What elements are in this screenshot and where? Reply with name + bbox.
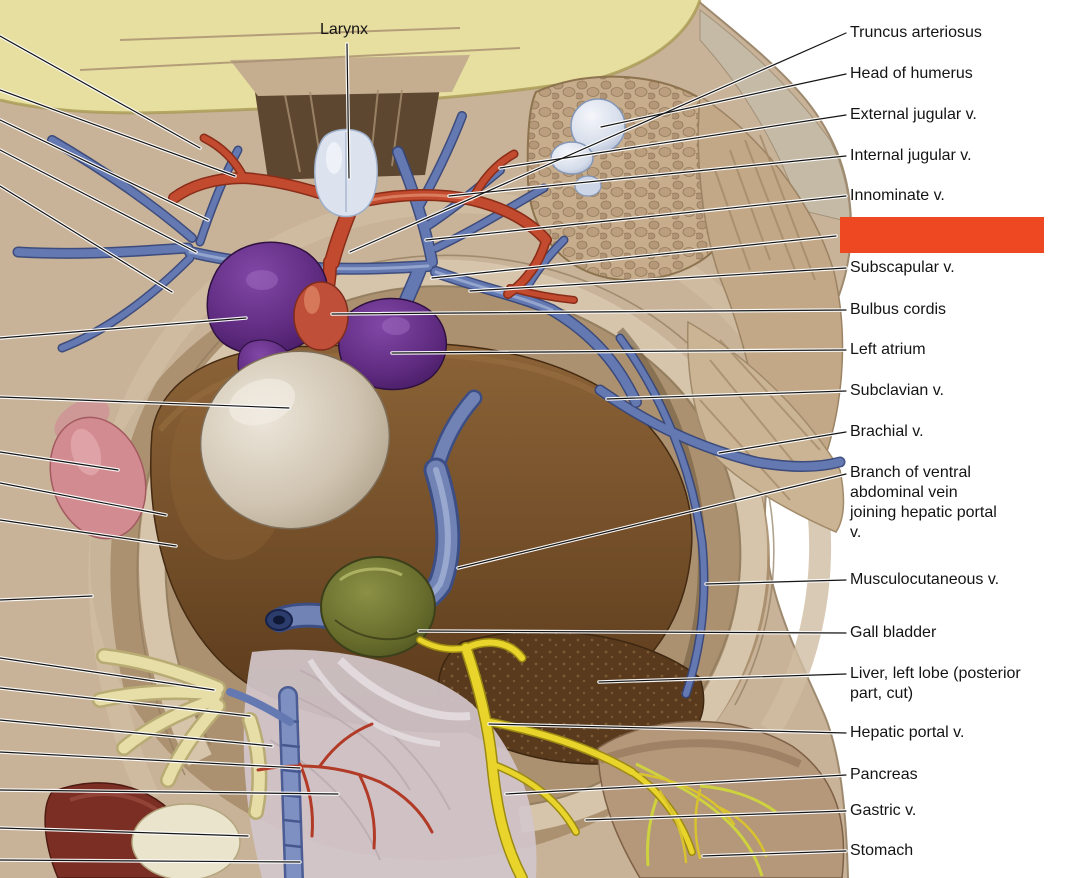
heart: [199, 241, 447, 530]
gall-bladder-shape: [320, 556, 436, 658]
ventral-abdominal-vein: [226, 686, 304, 878]
label-head-of-humerus: Head of humerus: [850, 65, 973, 82]
label-liver-left-lobe: Liver, left lobe (posterior part, cut): [850, 665, 1021, 702]
label-branch-ventral-abdominal-vein: Branch of ventral abdominal vein joining…: [850, 464, 997, 541]
leader-lines: [0, 31, 848, 864]
label-larynx: Larynx: [320, 21, 369, 38]
label-gall-bladder: Gall bladder: [850, 624, 937, 641]
label-stomach: Stomach: [850, 842, 914, 859]
label-left-atrium: Left atrium: [850, 341, 926, 358]
label-internal-jugular-v: Internal jugular v.: [850, 147, 972, 164]
label-musculocutaneous-v: Musculocutaneous v.: [850, 571, 1000, 588]
label-truncus-arteriosus: Truncus arteriosus: [850, 24, 982, 41]
label-pancreas: Pancreas: [850, 766, 918, 783]
label-brachial-v: Brachial v.: [850, 423, 924, 440]
label-bulbus-cordis: Bulbus cordis: [850, 301, 947, 318]
label-subscapular-v: Subscapular v.: [850, 259, 955, 276]
bulbus-cordis-shape: [293, 281, 349, 351]
label-innominate-v: Innominate v.: [850, 187, 945, 204]
redacted-label-box[interactable]: [840, 217, 1044, 253]
label-subclavian-v: Subclavian v.: [850, 382, 944, 399]
label-gastric-v: Gastric v.: [850, 802, 917, 819]
label-hepatic-portal-v: Hepatic portal v.: [850, 724, 965, 741]
fat-body: [92, 648, 268, 820]
label-external-jugular-v: External jugular v.: [850, 106, 977, 123]
lung: [49, 398, 147, 540]
mesenteric-arteries: [256, 722, 434, 850]
larynx-shape: [314, 128, 378, 218]
stomach: [597, 720, 845, 878]
